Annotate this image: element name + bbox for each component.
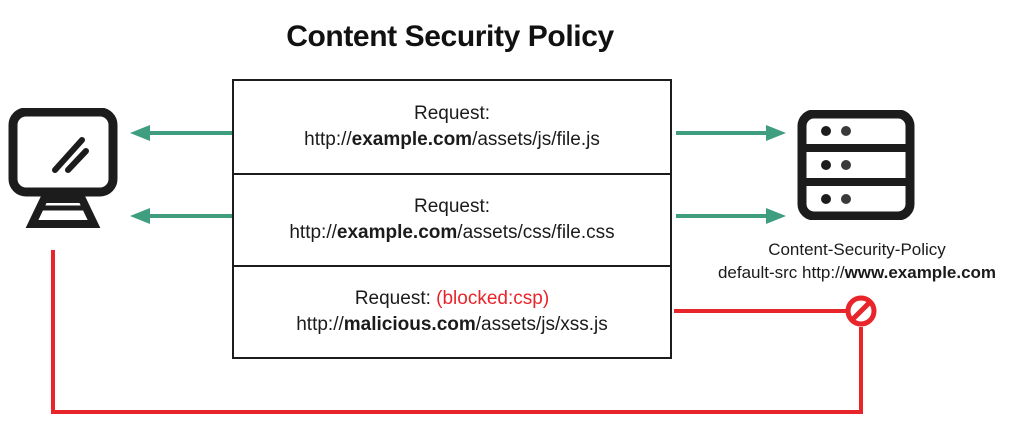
table-row: Request: http://example.com/assets/css/f… [234,172,670,265]
request-url-row-2: http://example.com/assets/css/file.css [289,220,614,246]
url-scheme: http:// [304,128,352,150]
response-arrow-2 [130,208,232,224]
prohibition-sign [845,295,877,327]
request-table: Request: http://example.com/assets/js/fi… [232,79,672,359]
url-domain: example.com [351,128,473,150]
request-label-text: Request: [354,288,431,310]
url-path: /assets/js/xss.js [475,313,608,335]
request-url-row-3: http://malicious.com/assets/js/xss.js [296,312,608,338]
url-scheme: http:// [296,313,344,335]
request-label-text: Request: [413,196,491,218]
request-status-text: (blocked:csp) [436,288,550,310]
url-path: /assets/js/file.js [472,128,600,150]
table-row: Request: (blocked:csp) http://malicious.… [234,264,670,357]
monitor-icon [8,107,118,230]
request-label-row-2: Request: [414,194,490,220]
url-domain: example.com [336,221,458,243]
request-label-row-3: Request: (blocked:csp) [355,286,549,312]
url-path: /assets/css/file.css [457,221,615,243]
csp-directive-domain: www.example.com [844,262,997,282]
page-title: Content Security Policy [286,20,614,53]
url-domain: malicious.com [343,313,476,335]
server-icon [797,109,915,221]
request-label-text: Request: [413,103,491,125]
request-url-row-1: http://example.com/assets/js/file.js [304,127,600,153]
table-row: Request: http://example.com/assets/js/fi… [234,81,670,173]
csp-header-caption: Content-Security-Policy default-src http… [690,239,1024,285]
response-arrow-1 [130,125,232,141]
url-scheme: http:// [289,221,337,243]
csp-header-name: Content-Security-Policy [768,240,946,259]
request-arrow-2 [676,208,786,224]
request-label-row-1: Request: [414,101,490,127]
request-arrow-1 [676,125,786,141]
csp-directive-prefix: default-src http:// [717,262,845,282]
csp-directive-line: default-src http://www.example.com [690,262,1024,285]
